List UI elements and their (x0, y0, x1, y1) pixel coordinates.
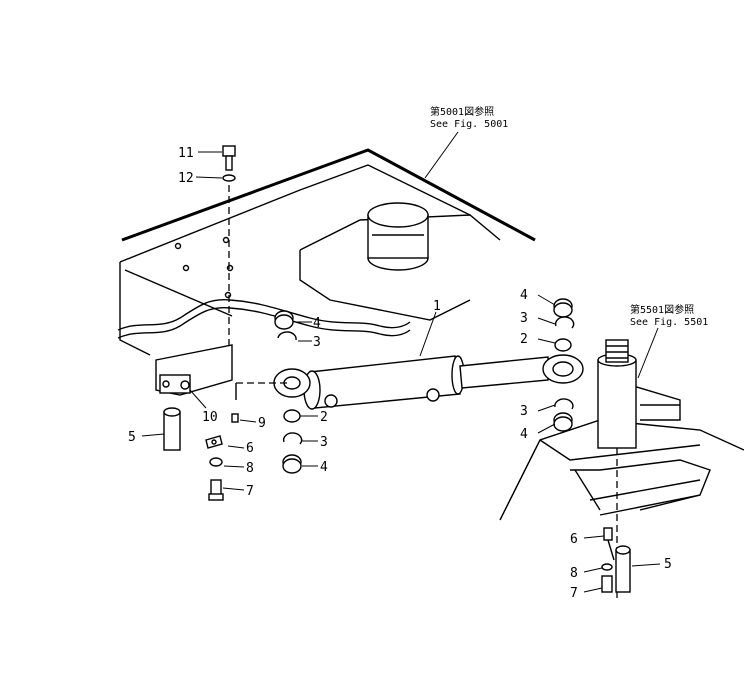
callout-6b: 6 (570, 532, 578, 547)
bolt-11 (222, 145, 236, 171)
left-bracket (155, 185, 233, 396)
callout-3c: 3 (520, 311, 528, 326)
callout-3b: 3 (320, 435, 328, 450)
ref-note-5001-en: See Fig. 5001 (430, 119, 508, 130)
lock-plate-6-left (205, 435, 223, 449)
callout-7a: 7 (246, 484, 254, 499)
grease-fitting-9 (231, 413, 239, 423)
bolt-7-right (601, 575, 613, 593)
washer-8-right (601, 563, 613, 571)
snap-ring-3a (277, 331, 297, 341)
callout-11: 11 (178, 146, 194, 161)
washer-12 (222, 174, 236, 182)
steering-cylinder (235, 354, 584, 410)
callout-3a: 3 (313, 335, 321, 350)
callout-7b: 7 (570, 586, 578, 601)
ref-note-5501-en: See Fig. 5501 (630, 317, 708, 328)
callout-5a: 5 (128, 430, 136, 445)
snap-ring-3d (554, 398, 574, 410)
callout-12: 12 (178, 171, 194, 186)
tank-cap (367, 202, 429, 271)
bushing-4c (553, 298, 573, 318)
callout-8b: 8 (570, 566, 578, 581)
ref-note-5001-jp: 第5001図参照 (430, 105, 494, 118)
callout-10: 10 (202, 410, 218, 425)
callout-9: 9 (258, 416, 266, 431)
washer-8-left (209, 457, 223, 467)
callout-8a: 8 (246, 461, 254, 476)
lock-plate-6-right (603, 527, 615, 561)
snap-ring-3c (554, 316, 575, 329)
callout-4d: 4 (520, 427, 528, 442)
callout-1: 1 (433, 299, 441, 314)
snap-ring-3b (282, 432, 303, 445)
pin-5-right (615, 545, 631, 593)
callout-4b: 4 (320, 460, 328, 475)
pin-5-left (163, 407, 181, 451)
callout-6a: 6 (246, 441, 254, 456)
callout-4c: 4 (520, 288, 528, 303)
bushing-2b (554, 338, 572, 352)
bushing-4b (282, 454, 302, 474)
leader-lines (141, 131, 661, 593)
ref-note-5501-jp: 第5501図参照 (630, 303, 694, 316)
bushing-4a (274, 310, 294, 330)
callout-2b: 2 (520, 332, 528, 347)
bolt-7-left (208, 479, 224, 501)
callout-5b: 5 (664, 557, 672, 572)
bushing-2a (283, 409, 301, 423)
callout-3d: 3 (520, 404, 528, 419)
bushing-4d (553, 412, 573, 432)
callout-2a: 2 (320, 410, 328, 425)
callout-4a: 4 (313, 316, 321, 331)
